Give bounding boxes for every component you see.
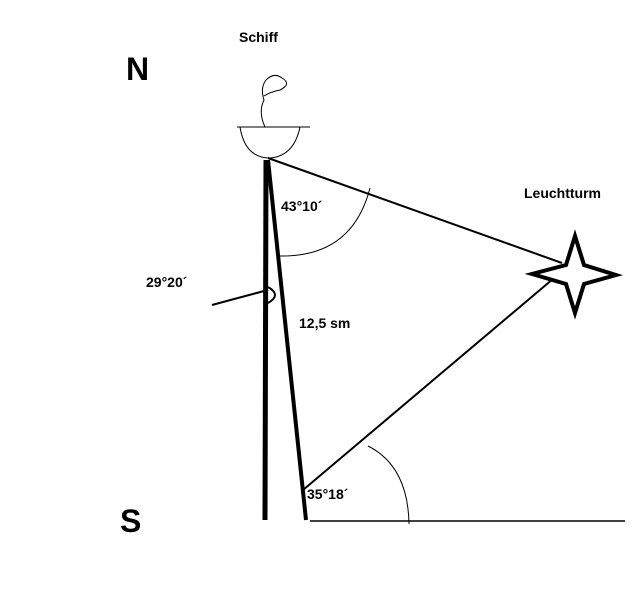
course-angle-arc — [267, 286, 276, 304]
angle-arc-top — [277, 187, 371, 257]
distance-label: 12,5 sm — [299, 315, 350, 331]
bearing-line-lower-lighthouse — [302, 272, 561, 491]
angle-left-label: 29°20´ — [146, 274, 188, 290]
star-icon — [524, 229, 624, 320]
north-label: N — [126, 51, 149, 87]
bearing-line-ship-lighthouse — [267, 157, 563, 264]
ship-label: Schiff — [239, 29, 278, 45]
course-line — [266, 159, 308, 521]
south-label: S — [120, 503, 141, 539]
angle-top-label: 43°10´ — [281, 198, 323, 214]
meridian-line — [262, 159, 269, 521]
angle-arc-bottom — [367, 445, 410, 525]
angle-bottom-label: 35°18´ — [307, 486, 349, 502]
ship-icon — [237, 74, 310, 159]
course-angle-pointer — [211, 289, 269, 306]
lighthouse-label: Leuchtturm — [524, 185, 601, 201]
